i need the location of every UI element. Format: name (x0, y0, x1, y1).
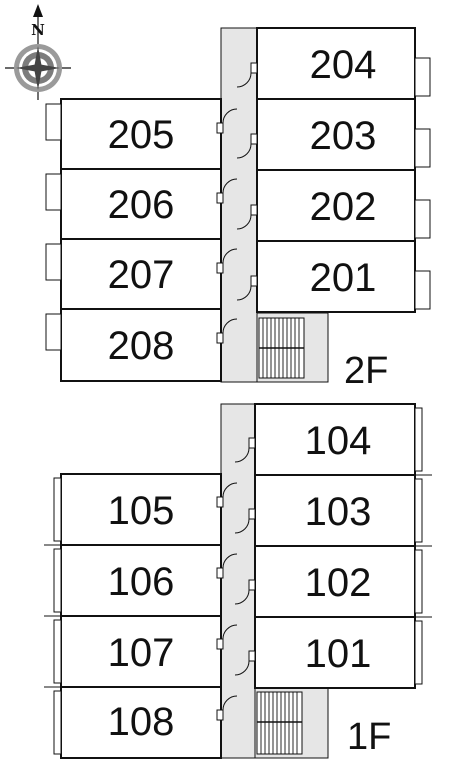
room-number: 203 (310, 114, 377, 158)
balcony (414, 128, 431, 168)
room-203 (256, 98, 416, 171)
balcony (414, 270, 431, 310)
room-number: 104 (305, 419, 372, 463)
north-label: N (31, 21, 45, 39)
room-number: 106 (108, 560, 175, 604)
staircase (256, 691, 303, 755)
terrace (414, 620, 423, 685)
room-number: 207 (108, 253, 175, 297)
staircase (258, 317, 305, 379)
balcony (45, 103, 62, 141)
room-number: 205 (108, 113, 175, 157)
terrace (53, 690, 62, 755)
floor-2f: 205 206 207 208 204 203 202 201 2F (45, 27, 431, 392)
terrace (53, 477, 62, 542)
room-number: 202 (310, 185, 377, 229)
door-icon (216, 437, 256, 721)
terrace (414, 478, 423, 543)
balcony (414, 57, 431, 97)
room-number: 204 (310, 43, 377, 87)
balcony (45, 313, 62, 351)
room-105 (60, 473, 222, 546)
terrace (53, 619, 62, 684)
room-108 (60, 686, 222, 759)
room-number: 102 (305, 561, 372, 605)
floor-1f: 105 106 107 108 104 103 102 101 1F (44, 403, 432, 759)
compass-rose-icon: N (5, 4, 71, 100)
room-number: 206 (108, 183, 175, 227)
terrace (53, 548, 62, 613)
floor-label: 1F (347, 716, 391, 758)
balcony (45, 173, 62, 211)
room-205 (60, 98, 222, 170)
floor-label: 2F (344, 350, 388, 392)
balcony (45, 243, 62, 281)
room-202 (256, 169, 416, 242)
room-number: 107 (108, 631, 175, 675)
room-102 (254, 545, 416, 618)
room-number: 101 (305, 632, 372, 676)
room-number: 105 (108, 489, 175, 533)
room-207 (60, 238, 222, 310)
room-104 (254, 403, 416, 476)
terrace (414, 549, 423, 614)
balcony (414, 199, 431, 239)
room-number: 103 (305, 490, 372, 534)
room-number: 108 (108, 700, 175, 744)
terrace (414, 407, 423, 472)
room-201 (256, 240, 416, 313)
door-icon (216, 62, 258, 344)
room-number: 201 (310, 256, 377, 300)
room-number: 208 (108, 324, 175, 368)
